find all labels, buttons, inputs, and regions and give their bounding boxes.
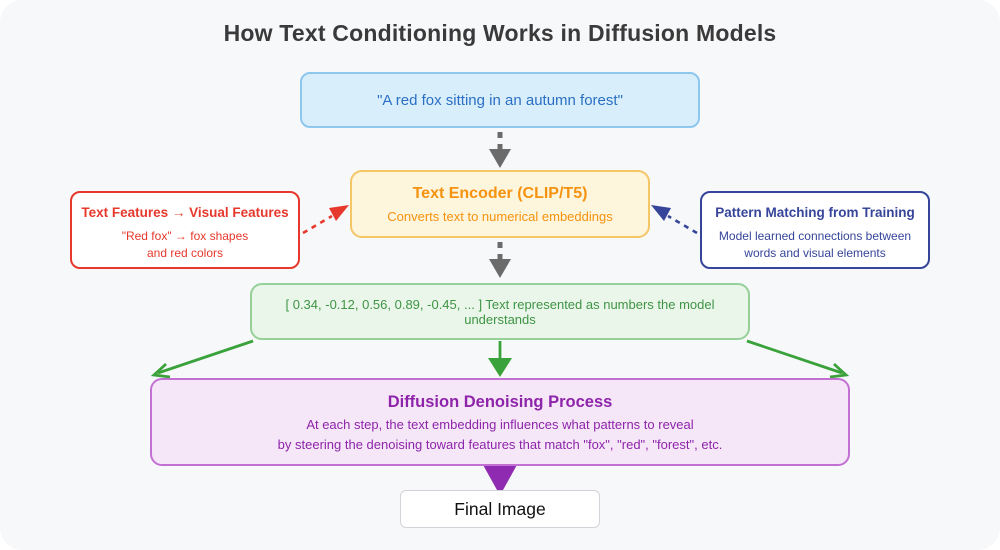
pattern-matching-line2: words and visual elements [744,246,886,261]
diffusion-line2: by steering the denoising toward feature… [277,436,723,452]
diffusion-node: Diffusion Denoising Process At each step… [150,378,850,466]
text-features-line2: and red colors [146,246,224,261]
page-title: How Text Conditioning Works in Diffusion… [223,20,777,46]
prompt-node: "A red fox sitting in an autumn forest" [300,72,700,128]
diffusion-line1: At each step, the text embedding influen… [306,416,694,432]
embedding-text: [ 0.34, -0.12, 0.56, 0.89, -0.45, ... ] … [285,296,715,327]
text-features-node: Text Features → Visual Features "Red fox… [70,191,300,269]
text-encoder-title: Text Encoder (CLIP/T5) [412,184,588,202]
final-image-text: Final Image [454,498,546,519]
prompt-text: "A red fox sitting in an autumn forest" [377,91,623,109]
final-image-node: Final Image [400,490,600,528]
text-features-title: Text Features → Visual Features [81,205,289,220]
pattern-matching-node: Pattern Matching from Training Model lea… [700,191,930,269]
pattern-matching-title: Pattern Matching from Training [715,205,915,220]
pattern-matching-line1: Model learned connections between [718,229,912,243]
embedding-node: [ 0.34, -0.12, 0.56, 0.89, -0.45, ... ] … [250,283,750,340]
diffusion-title: Diffusion Denoising Process [387,392,613,411]
text-features-line1: "Red fox" → fox shapes [121,229,249,243]
text-encoder-subtitle: Converts text to numerical embeddings [387,208,613,224]
text-encoder-node: Text Encoder (CLIP/T5) Converts text to … [350,170,650,238]
